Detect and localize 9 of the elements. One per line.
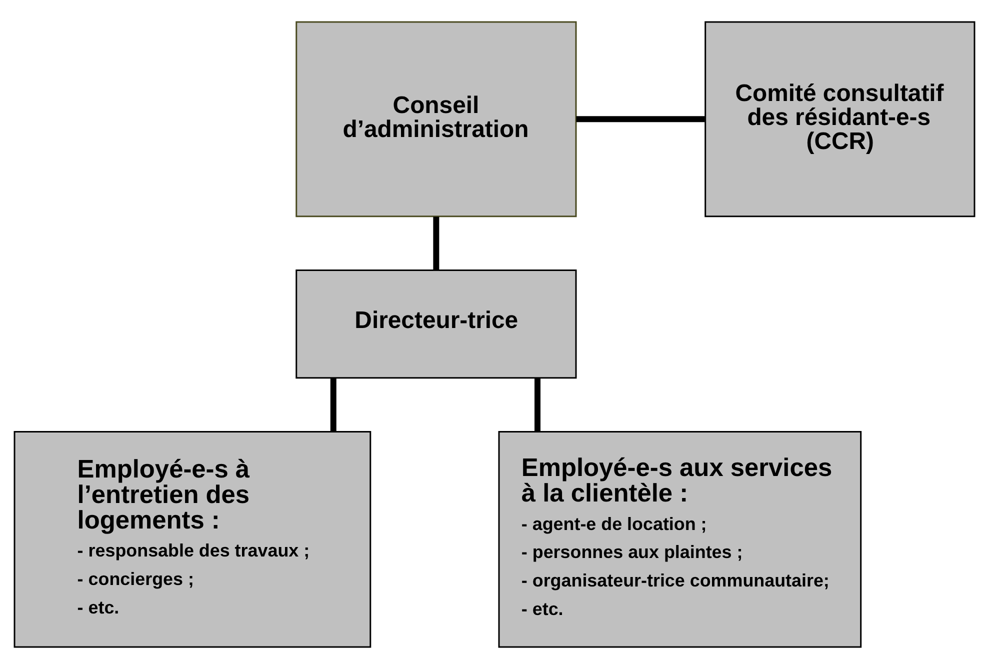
connector bbox=[534, 378, 540, 431]
node-box: Conseil d’administration bbox=[296, 20, 577, 217]
connector bbox=[330, 378, 336, 431]
node-box: Comité consultatif des résidant-e-s (CCR) bbox=[704, 20, 976, 217]
node-box: Employé-e-s aux services à la clientèle : - agent-e de location ; - personnes aux plaintes ; - organisateur-trice communautaire; - etc. bbox=[498, 430, 862, 648]
node-box: Directeur-trice bbox=[296, 268, 577, 378]
connector bbox=[576, 116, 705, 122]
connector bbox=[433, 216, 440, 270]
node-box: Employé-e-s à l’entretien des logements : - responsable des travaux ; - concierges ; - etc. bbox=[14, 430, 372, 648]
